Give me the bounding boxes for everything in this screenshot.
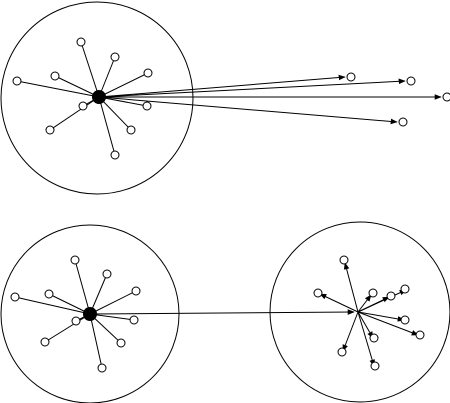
top-spoke [49, 96, 100, 131]
bottom-left-nodes [10, 255, 141, 373]
bottom-spoke [89, 313, 122, 344]
bottom-connecting-arrow [89, 309, 355, 315]
bottom-right-arrow [357, 311, 405, 322]
bottom-spoke [14, 296, 91, 315]
node [40, 337, 50, 347]
node [76, 37, 86, 47]
top-arrow [98, 78, 406, 98]
node [143, 68, 153, 78]
top-hub-node [92, 90, 106, 104]
node [50, 71, 60, 81]
node [313, 288, 323, 298]
top-remote-nodes [346, 72, 450, 127]
bottom-right-arrow [357, 289, 407, 313]
bottom-hub-node [83, 307, 97, 321]
bottom-right-arrow [357, 311, 419, 336]
node [116, 338, 126, 348]
top-cluster-boundary [0, 1, 194, 195]
node [346, 72, 356, 82]
bottom-right-arrows [319, 262, 419, 367]
bottom-diagram [0, 221, 450, 403]
node [45, 125, 55, 135]
top-spoke [98, 96, 148, 107]
bottom-spoke [89, 313, 135, 321]
top-spoke [98, 96, 116, 156]
node [368, 288, 378, 298]
node [71, 316, 81, 326]
bottom-spoke [44, 313, 91, 343]
bottom-right-arrow [319, 293, 359, 313]
node [12, 76, 22, 86]
node [78, 101, 88, 111]
bottom-right-arrow [357, 294, 372, 313]
bottom-spoke [89, 313, 103, 369]
node [102, 269, 112, 279]
top-diagram [0, 1, 450, 195]
node [129, 315, 139, 325]
bottom-right-nodes [313, 255, 425, 371]
bottom-right-arrow [357, 311, 374, 339]
top-remote-arrows [98, 74, 442, 125]
node [386, 291, 396, 301]
node [110, 52, 120, 62]
node [339, 255, 349, 265]
node [442, 92, 450, 102]
top-spoke [98, 72, 149, 98]
bottom-spoke [89, 273, 108, 315]
node [126, 125, 136, 135]
bottom-right-arrow [342, 311, 359, 352]
top-spoke [16, 80, 100, 98]
node [110, 150, 120, 160]
top-spoke [54, 75, 100, 98]
node [44, 289, 54, 299]
bottom-spoke [89, 290, 137, 315]
node [10, 292, 20, 302]
node [406, 76, 416, 86]
bottom-right-cluster-boundary [269, 221, 450, 403]
top-arrow [98, 74, 346, 98]
bottom-spoke [48, 293, 91, 315]
node [131, 286, 141, 296]
bottom-spoke [74, 259, 91, 315]
top-spoke [80, 41, 100, 98]
node [142, 101, 152, 111]
node [369, 333, 379, 343]
bottom-right-arrow [343, 262, 359, 313]
top-local-spokes [16, 41, 149, 156]
node [70, 255, 80, 265]
bottom-right-arrow [357, 311, 375, 367]
node [398, 117, 408, 127]
node [400, 284, 410, 294]
bottom-left-cluster-boundary [0, 224, 180, 403]
node [415, 330, 425, 340]
node [370, 361, 380, 371]
bottom-left-spokes [14, 259, 137, 369]
top-local-nodes [12, 37, 153, 160]
node [400, 315, 410, 325]
top-arrow [98, 96, 398, 125]
top-spoke [98, 96, 132, 131]
node [97, 363, 107, 373]
top-spoke [98, 56, 116, 98]
node [337, 347, 347, 357]
